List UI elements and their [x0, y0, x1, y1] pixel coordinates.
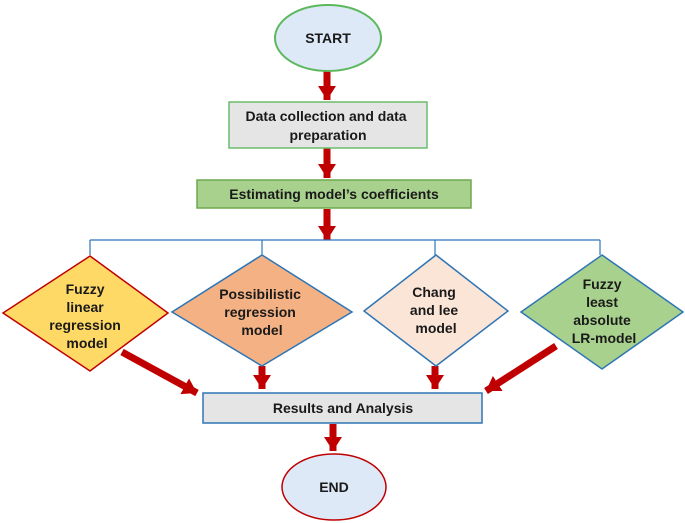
data-collection-label: Data collection and data preparation	[246, 108, 411, 143]
model-3-line-3: model	[415, 320, 456, 336]
model-1-line-1: Fuzzy	[66, 281, 105, 297]
end-node: END	[281, 453, 387, 521]
estimating-label: Estimating model’s coefficients	[229, 186, 439, 202]
model-3-line-2: and lee	[410, 302, 458, 318]
model-4-node: Fuzzy least absolute LR-model	[519, 254, 685, 370]
model-1-label: Fuzzy linear regression model	[49, 281, 124, 351]
model-4-line-4: LR-model	[572, 330, 637, 346]
model-2-node: Possibilistic regression model	[170, 254, 354, 367]
end-label: END	[319, 479, 349, 495]
results-label: Results and Analysis	[273, 400, 414, 416]
model-1-node: Fuzzy linear regression model	[1, 255, 170, 372]
model-4-diamond	[519, 254, 685, 370]
model-1-line-3: regression	[49, 317, 121, 333]
model-1-line-4: model	[66, 335, 107, 351]
data-collection-node: Data collection and data preparation	[228, 101, 428, 149]
end-ellipse	[281, 453, 387, 521]
model-2-label: Possibilistic regression model	[219, 286, 305, 338]
flow-arrows	[120, 70, 558, 451]
model-4-line-2: least	[586, 294, 618, 310]
results-box	[202, 392, 483, 424]
model-4-line-1: Fuzzy	[583, 276, 622, 292]
model-4-line-3: absolute	[573, 312, 631, 328]
start-node: START	[274, 4, 382, 72]
arrow-model-1-to-results	[120, 348, 199, 397]
model-3-label: Chang and lee model	[410, 284, 462, 336]
model-2-line-1: Possibilistic	[219, 286, 301, 302]
estimating-node: Estimating model’s coefficients	[196, 179, 472, 209]
model-2-line-3: model	[241, 322, 282, 338]
model-3-line-1: Chang	[412, 284, 456, 300]
branch-connectors	[89, 239, 601, 255]
data-collection-line-1: Data collection and data	[246, 108, 407, 124]
start-label: START	[305, 30, 351, 46]
data-collection-line-2: preparation	[289, 127, 366, 143]
model-4-label: Fuzzy least absolute LR-model	[572, 276, 637, 346]
arrow-model-4-to-results	[484, 343, 558, 394]
model-2-line-2: regression	[224, 304, 296, 320]
data-collection-box	[228, 101, 428, 149]
estimating-box	[196, 179, 472, 209]
model-3-diamond	[362, 254, 510, 367]
start-ellipse	[274, 4, 382, 72]
model-2-diamond	[170, 254, 354, 367]
results-node: Results and Analysis	[202, 392, 483, 424]
model-3-node: Chang and lee model	[362, 254, 510, 367]
model-1-diamond	[1, 255, 170, 372]
model-1-line-2: linear	[66, 299, 104, 315]
